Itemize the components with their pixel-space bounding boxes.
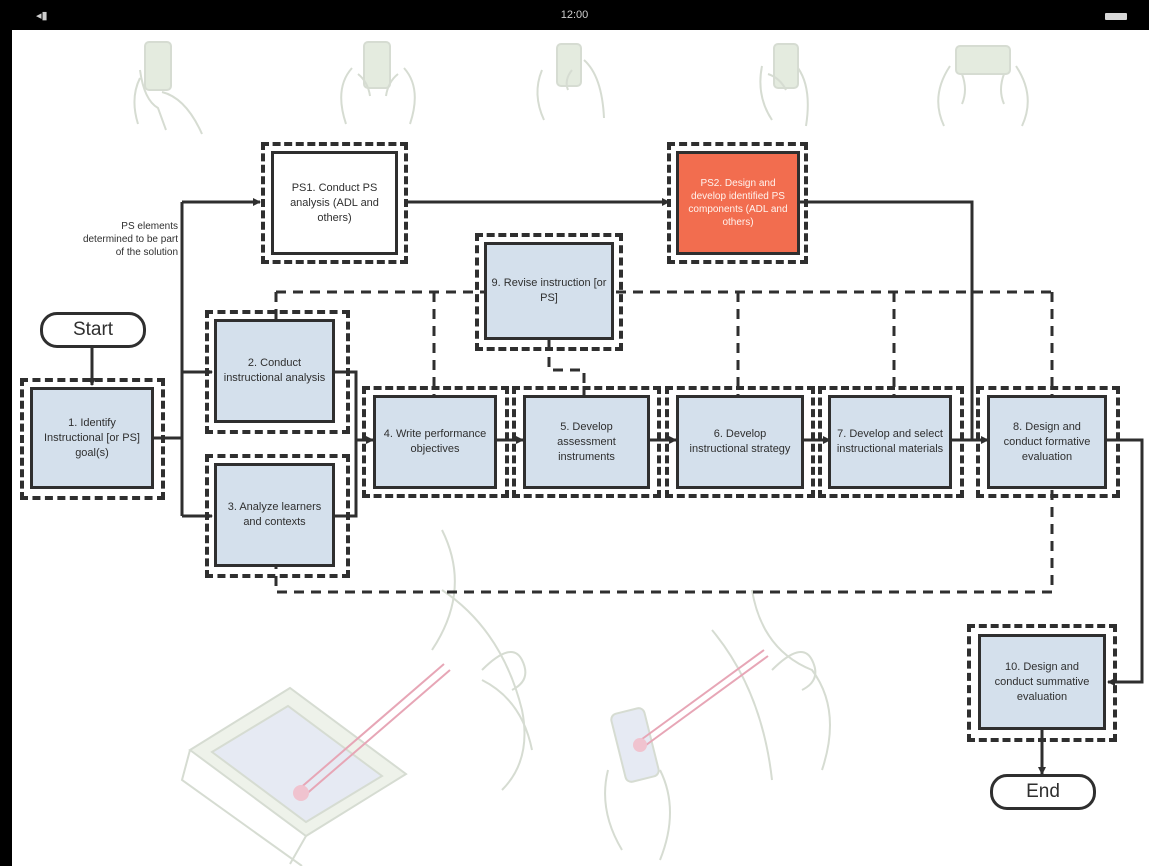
node-step-1: 1. Identify Instructional [or PS] goal(s… [30,387,154,489]
start-terminal: Start [40,312,146,348]
frame-step-1 [20,378,165,500]
finger-tap-phone-icon [536,43,605,121]
revision-drop-5 [547,340,586,395]
feedback-line-bottom [274,490,1054,594]
signal-icon: ◂▮ [36,10,48,22]
battery-icon [1105,13,1127,20]
frame-step-7 [818,386,964,498]
frame-step-5 [512,386,661,498]
connector-2-3-merge [335,370,358,518]
node-step-7: 7. Develop and select instructional mate… [828,395,952,489]
status-time: 12:00 [560,9,589,21]
node-step-6: 6. Develop instructional strategy [676,395,804,489]
hand-phone-tap-icon [759,43,809,127]
node-step-5: 5. Develop assessment instruments [523,395,650,489]
hands-landscape-phone-icon [937,45,1029,127]
status-bar: ◂▮ 12:00 [0,0,1149,30]
hand-holding-phone-icon [133,41,203,135]
node-step-3: 3. Analyze learners and contexts [214,463,335,567]
node-step-4: 4. Write performance objectives [373,395,497,489]
node-step-10: 10. Design and conduct summative evaluat… [978,634,1106,730]
frame-step-2 [205,310,350,434]
frame-ps2 [667,142,808,264]
frame-step-4 [362,386,509,498]
background-sketches [133,41,1029,866]
flow-connectors [88,198,1144,775]
side-note: PS elements determined to be part of the… [82,221,178,258]
connector-8-to-10 [1107,438,1144,686]
frame-ps1 [261,142,408,264]
diagram-canvas: PS1. Conduct PS analysis (ADL and others… [12,30,1149,866]
node-ps1: PS1. Conduct PS analysis (ADL and others… [271,151,398,255]
node-step-2: 2. Conduct instructional analysis [214,319,335,423]
node-step-8: 8. Design and conduct formative evaluati… [987,395,1107,489]
laptop-pointing-icon [180,529,533,866]
node-ps2: PS2. Design and develop identified PS co… [676,151,800,255]
connector-ps2-to-8 [800,200,974,440]
two-hands-phone-icon [340,41,416,125]
frame-step-9 [475,233,623,351]
frame-step-8 [976,386,1120,498]
node-step-9: 9. Revise instruction [or PS] [484,242,614,340]
laser-beams [293,649,769,801]
end-terminal: End [990,774,1096,810]
frame-step-6 [665,386,815,498]
frame-step-3 [205,454,350,578]
frame-step-10 [967,624,1117,742]
